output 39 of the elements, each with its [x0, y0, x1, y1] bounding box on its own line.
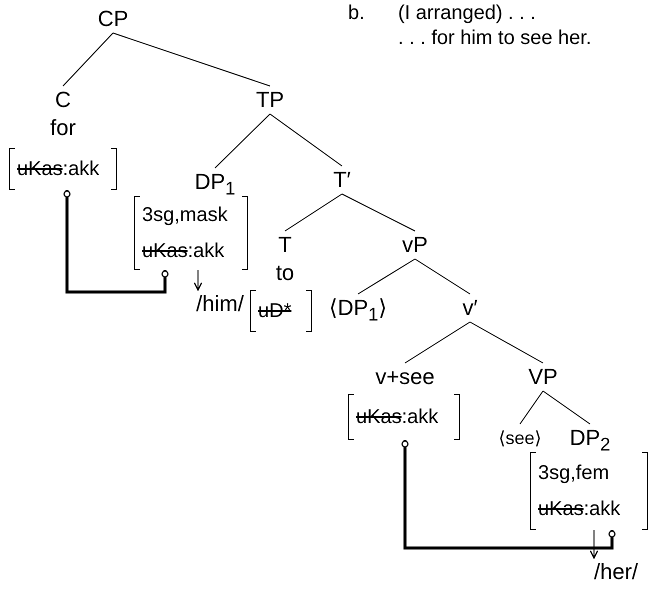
double-arrow: [194, 270, 202, 291]
tree-branch: [270, 114, 342, 166]
tree-node-label: v+see: [365, 363, 445, 391]
tree-node-label: DP$_{2}$: [560, 424, 620, 452]
tree-node-label: vP: [393, 231, 437, 259]
tree-node-label: VP: [519, 363, 567, 391]
tree-node-label: v′: [455, 294, 485, 322]
tree-branch: [414, 258, 470, 294]
tree-node-label: /her/: [588, 558, 644, 586]
tree-node-label: T′: [324, 166, 360, 194]
tree-node-label: DP$_{1}$: [187, 168, 243, 196]
tree-branch: [542, 390, 590, 424]
tree-node-label: C for: [38, 86, 88, 142]
feature-matrix: 3sg,fem uKas:akk: [530, 452, 648, 530]
example-letter: b.: [348, 1, 365, 26]
agreement-line: [401, 440, 616, 550]
tree-branch: [214, 114, 270, 168]
feature-matrix: uKas:akk: [348, 394, 460, 440]
example-sentence: (I arranged) . . .: [398, 1, 536, 26]
agreement-line: [63, 190, 169, 294]
tree-branch: [62, 32, 114, 86]
tree-branch: [358, 258, 416, 294]
tree-node-label: TP: [245, 86, 295, 114]
double-arrow: [590, 530, 598, 559]
tree-branch: [342, 194, 416, 232]
tree-branch: [404, 322, 470, 364]
feature-matrix: uKas:akk: [9, 148, 117, 190]
example-sentence: . . . for him to see her.: [398, 26, 592, 51]
tree-branch: [112, 32, 270, 86]
tree-branch: [520, 390, 544, 424]
tree-node-label: ⟨see⟩: [490, 424, 550, 452]
tree-branch: [284, 194, 342, 232]
feature-matrix: uD*: [250, 290, 312, 332]
tree-node-label: T to: [265, 231, 305, 287]
tree-node-label: /him/: [190, 290, 250, 318]
tree-node-label: CP: [88, 5, 138, 33]
tree-node-label: ⟨DP$_{1}$⟩: [322, 294, 394, 322]
tree-branch: [470, 322, 544, 364]
feature-matrix: 3sg,mask uKas:akk: [134, 196, 248, 270]
